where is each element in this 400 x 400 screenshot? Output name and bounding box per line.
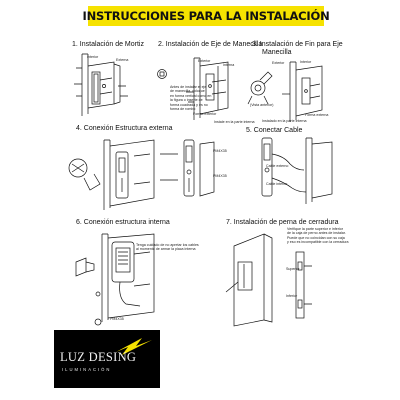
step-6-illustration [75, 233, 155, 326]
step-6-screw-label: PM4X35 [110, 317, 124, 321]
step-7-inferior-label: Inferior [286, 294, 298, 298]
step-1-title: 1. Instalación de Mortiz [72, 41, 144, 48]
step-7-illustration [225, 233, 312, 327]
lightning-icon [116, 338, 152, 355]
step-2-instale-label: Instale en la parte interna [214, 120, 255, 124]
step-7-note: Verifique la parte superior e inferior d… [287, 227, 349, 245]
step-4-illustration [68, 139, 215, 210]
step-2-illustration [157, 57, 229, 120]
step-1-illustration [74, 53, 128, 116]
step-3-vista-label: (Vista anterior) [250, 103, 274, 107]
step-3-instalado-label: Instalado en la parte interna [262, 119, 307, 123]
step-1-externa-label: Externa [116, 58, 129, 62]
step-3-interior-label: Interior [300, 60, 312, 64]
step-2-forma-exterior: Forma exterior [193, 112, 217, 116]
step-4-title: 4. Conexión Estructura externa [76, 125, 173, 132]
step-2-exterior-label: Exterior [198, 59, 211, 63]
step-4-screw-label-2: PM4X35 [213, 174, 227, 178]
brand-tagline: ILUMINACIÓN [62, 367, 112, 372]
step-2-interna-label: Interna [223, 63, 235, 67]
title-banner: INSTRUCCIONES PARA LA INSTALACIÓN [83, 6, 330, 26]
step-1-interior-label: Interior [87, 55, 99, 59]
step-6-title: 6. Conexión estructura interna [76, 219, 170, 226]
step-4-screw-label-1: PM4X35 [213, 149, 227, 153]
brand-logo: LUZ DESING ILUMINACIÓN [54, 330, 160, 388]
step-3-illustration [247, 61, 323, 122]
step-5-cable-interior: Cable interior [266, 182, 288, 186]
step-6-note: Tenga cuidado de no apretar los cables a… [136, 243, 199, 252]
step-5-illustration [261, 137, 333, 204]
step-2-title: 2. Instalación de Eje de Manecilla [158, 41, 263, 48]
step-3-exterior-label: Exterior [272, 61, 285, 65]
step-7-title: 7. Instalación de perna de cerradura [226, 219, 339, 226]
step-5-cable-externo: Cable externo [266, 164, 289, 168]
step-7-superior-label: Superior [286, 267, 300, 271]
step-3-title: 3. Instalación de Fin para Eje [252, 41, 343, 48]
step-3-forma-externa: Forma externa [305, 113, 329, 117]
brand-name: LUZ DESING [60, 350, 137, 364]
page-title: INSTRUCCIONES PARA LA INSTALACIÓN [82, 9, 330, 23]
step-2-note: Antes de instalar el eje de manecilla, c… [170, 85, 212, 112]
step-5-title: 5. Conectar Cable [246, 127, 303, 134]
step-3-title-line2: Manecilla [262, 49, 292, 56]
